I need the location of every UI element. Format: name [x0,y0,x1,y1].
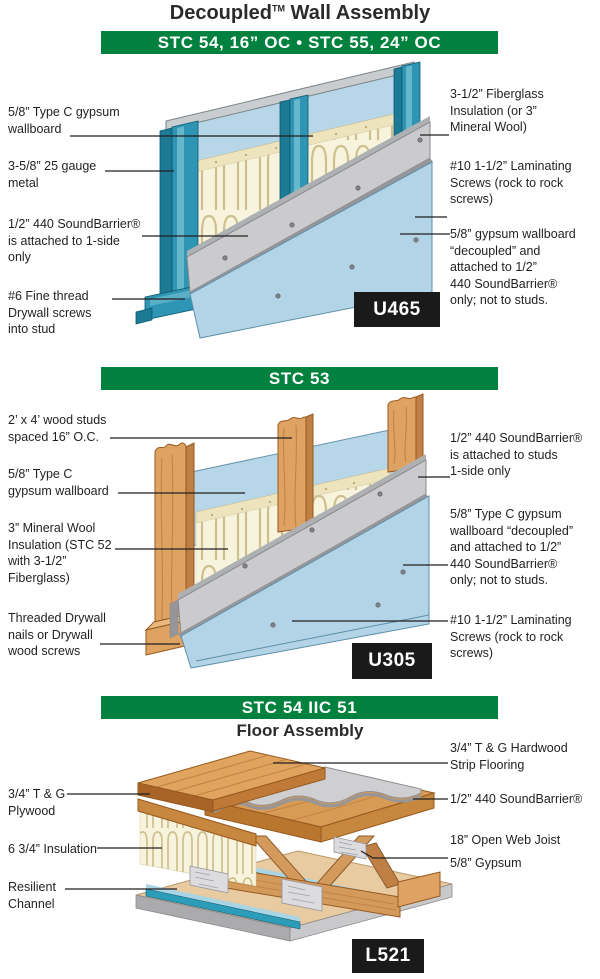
page-title: DecoupledTM Wall Assembly [169,2,431,24]
label-wood-studs: 2’ x 4’ wood studs spaced 16” O.C. [8,413,107,444]
floor-assembly-subtitle: Floor Assembly [236,721,364,740]
screw-icon [275,237,419,299]
label-decoupled-wallboard: 5/8” gypsum wallboard “decoupled” and at… [450,227,576,307]
label-fiberglass-insulation: 3-1/2” Fiberglass Insulation (or 3” Mine… [450,87,544,134]
wall-diagram-metal-stud [70,61,450,339]
label-soundbarrier-studs: 1/2” 440 SoundBarrier® is attached to st… [450,431,583,478]
wood-stud-right [387,393,424,473]
wood-stud-middle [277,413,314,533]
leader-lines [100,437,450,645]
connector-plates [189,836,367,912]
label-drywall-nails: Threaded Drywall nails or Drywall wood s… [8,611,106,658]
label-metal-stud: 3-5/8” 25 gauge metal [8,159,97,190]
ul-design-badge-u305: U305 [352,643,432,679]
label-gypsum-wallboard: 5/8” Type C gypsum wallboard [8,105,120,136]
label-tg-plywood: 3/4” T & G Plywood [8,787,66,818]
wall-diagram-wood-stud [100,393,450,669]
label-soundbarrier-floor: 1/2” 440 SoundBarrier® [450,792,583,806]
label-resilient-channel: Resilient Channel [8,880,56,911]
ul-design-badge-l521: L521 [352,939,424,973]
label-soundbarrier-one-side: 1/2” 440 SoundBarrier® is attached to 1-… [8,217,141,264]
plywood-subfloor [137,766,436,847]
leader-lines [70,134,450,300]
stc-banner-u305: STC 53 [101,367,498,390]
ul-design-badge-u465: U465 [354,292,440,327]
label-mineral-wool: 3” Mineral Wool Insulation (STC 52 with … [8,521,112,585]
stc-banner-u465: STC 54, 16” OC • STC 55, 24” OC [101,31,498,54]
label-type-c-wallboard: 5/8” Type C gypsum wallboard [8,467,109,498]
label-fine-thread-screws: #6 Fine thread Drywall screws into stud [8,289,92,336]
floor-diagram [65,750,453,942]
label-hardwood-flooring: 3/4” T & G Hardwood Strip Flooring [450,741,568,772]
screw-icon [222,137,423,261]
metal-stud-middle [279,94,309,209]
label-gypsum-58: 5/8” Gypsum [450,856,522,870]
label-laminating-screws-2: #10 1-1/2” Laminating Screws (rock to ro… [450,613,572,660]
leader-lines [65,762,448,890]
trademark-symbol: TM [272,3,285,14]
label-decoupled-wallboard-2: 5/8” Type C gypsum wallboard “decoupled”… [450,507,573,587]
label-laminating-screws: #10 1-1/2” Laminating Screws (rock to ro… [450,159,572,206]
outer-wallboard [180,495,430,669]
screw-icon [270,569,406,628]
screw-icon [242,491,383,569]
soundbarrier-layer [212,766,422,814]
label-open-web-joist: 18” Open Web Joist [450,833,561,847]
stc-banner-l521: STC 54 IIC 51 [101,696,498,719]
label-insulation-675: 6 3/4” Insulation [8,842,97,856]
